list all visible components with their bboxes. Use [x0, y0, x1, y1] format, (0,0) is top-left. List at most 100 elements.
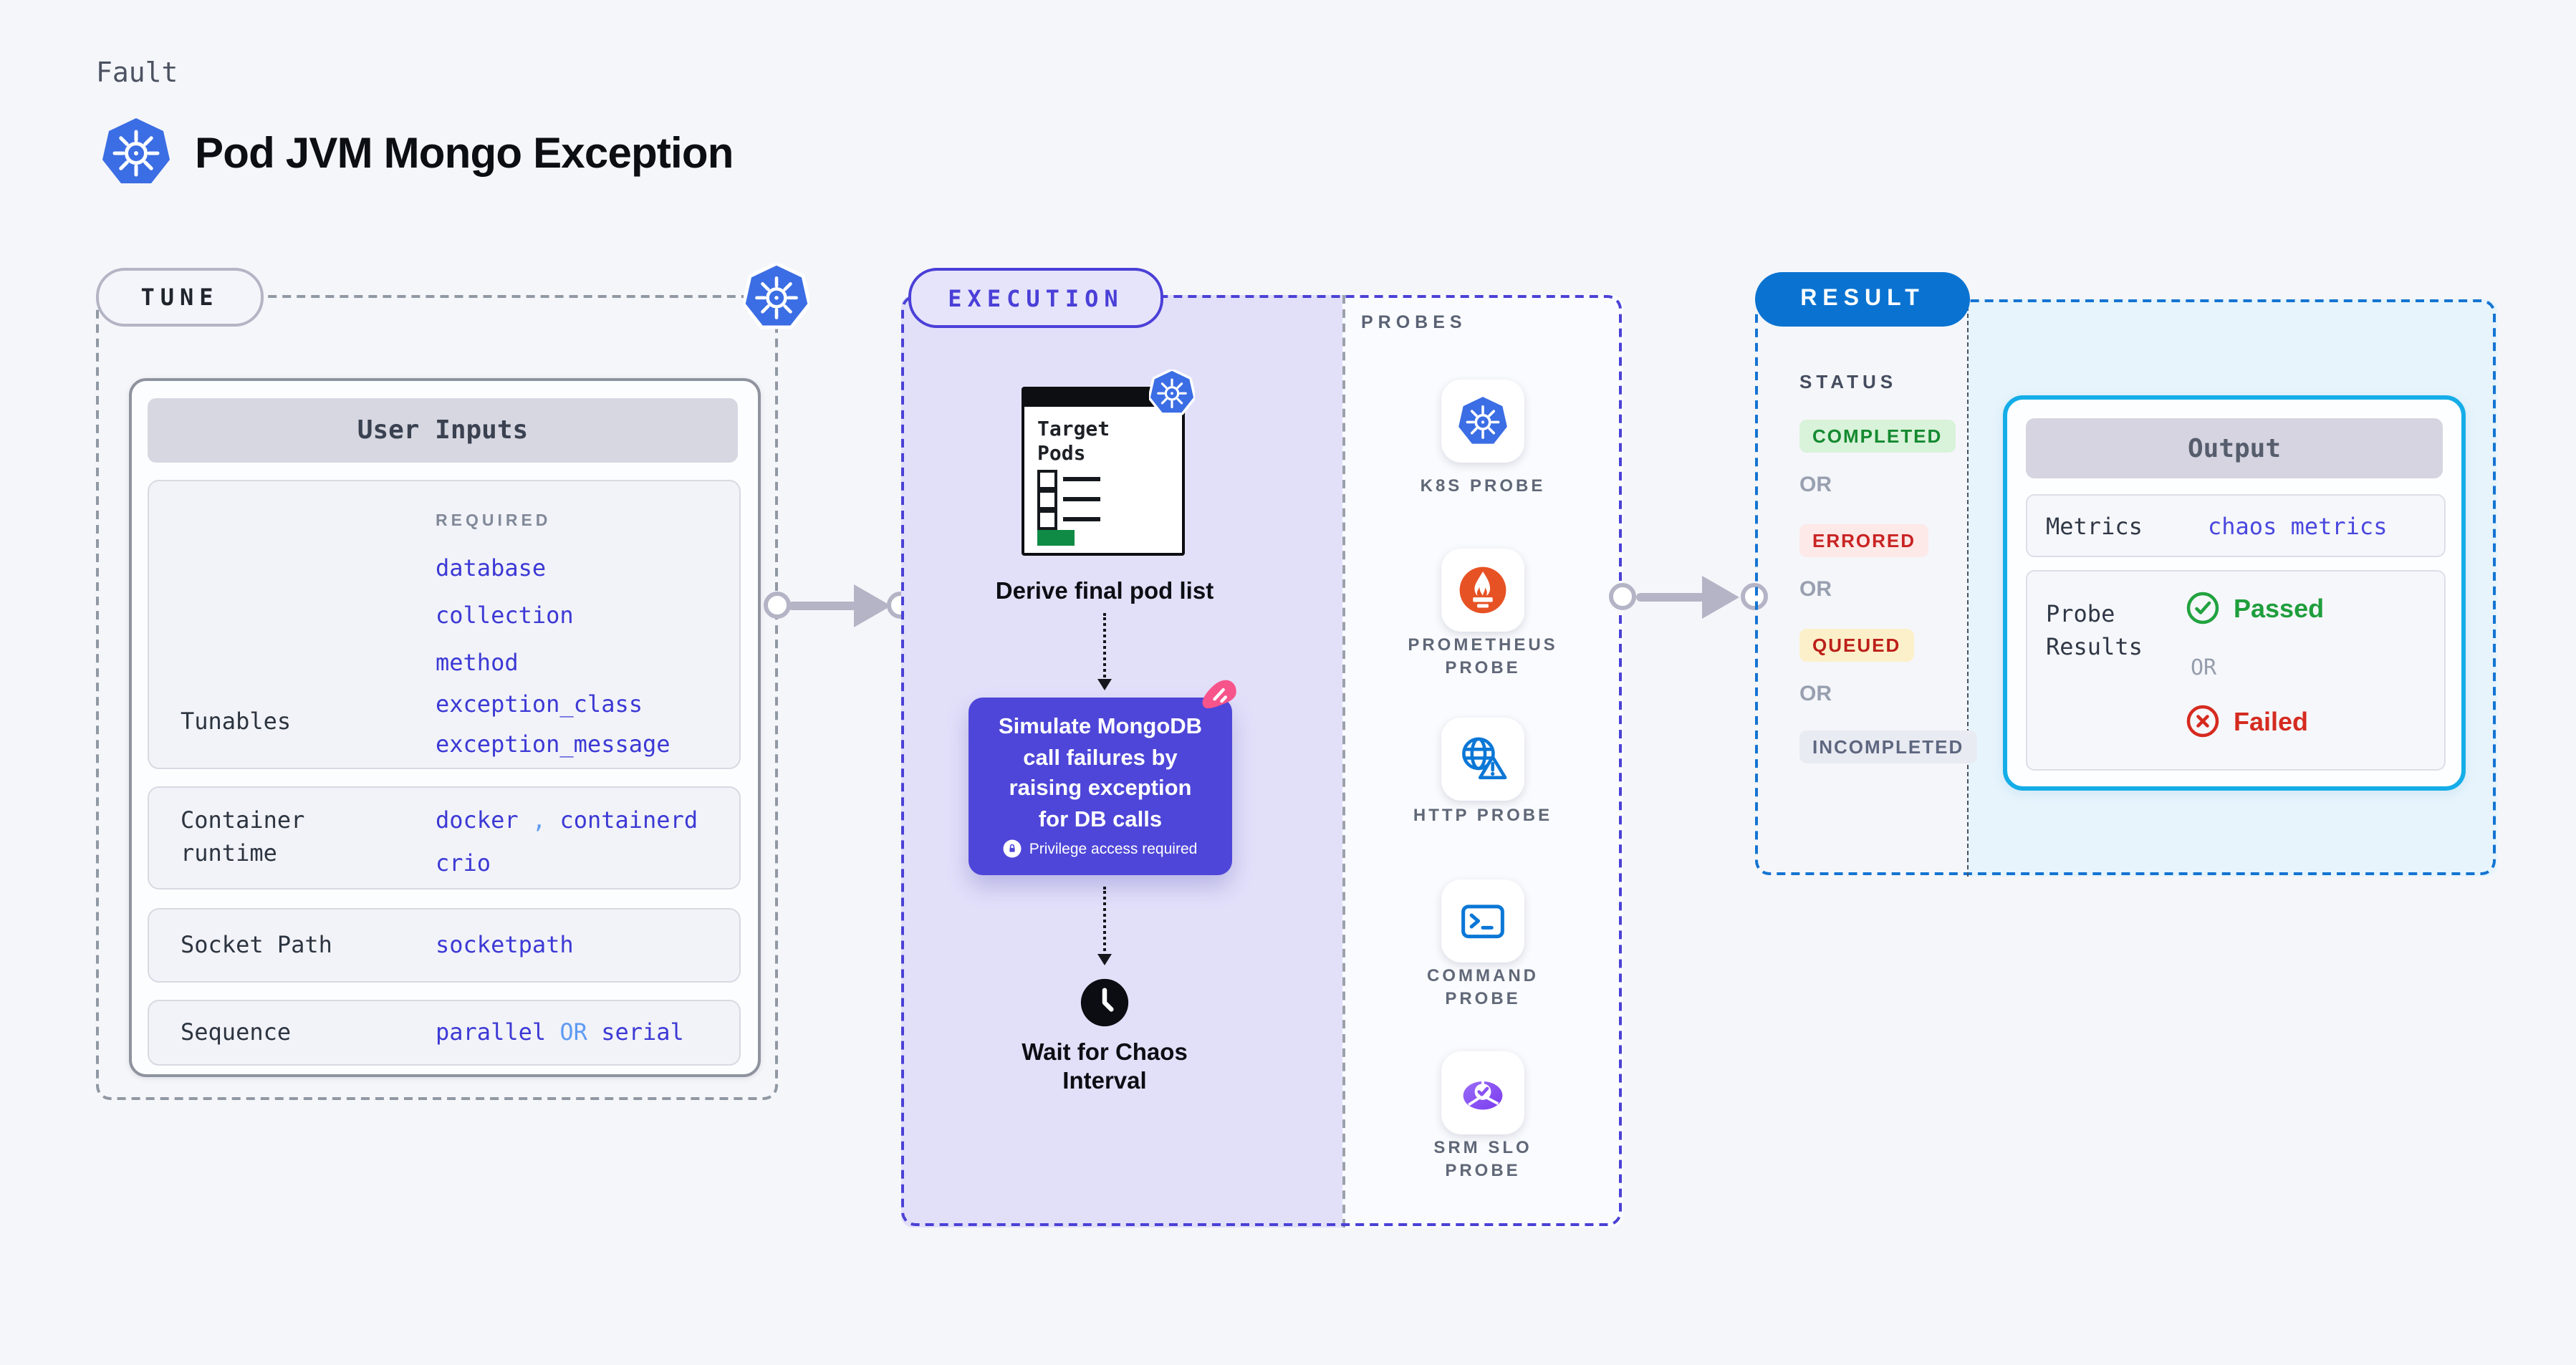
- probe-label-http: HTTP PROBE: [1413, 805, 1553, 825]
- tunable-exception-class: exception_class: [436, 690, 643, 718]
- simulate-text-1: Simulate MongoDB: [998, 715, 1203, 739]
- probe-results-row: Probe Results Passed OR Failed: [2026, 570, 2446, 771]
- tunable-method: method: [436, 649, 519, 676]
- arrow-probes-result-end-node: [1741, 583, 1768, 610]
- probe-label-command-2: PROBE: [1445, 988, 1521, 1008]
- probe-card-http: [1441, 718, 1524, 801]
- probe-label-srm-1: SRM SLO: [1433, 1137, 1532, 1157]
- derive-pod-list-label: Derive final pod list: [995, 579, 1214, 604]
- pod-checkbox-3: [1037, 510, 1057, 530]
- litmus-chaos-icon: [1202, 680, 1236, 709]
- http-icon: [1462, 737, 1507, 780]
- probe-results-label-1: Probe: [2046, 600, 2115, 627]
- result-badge: RESULT: [1755, 272, 1970, 327]
- simulate-chaos-box: Simulate MongoDB call failures by raisin…: [969, 698, 1232, 875]
- container-runtime-label-2: runtime: [181, 839, 277, 867]
- progress-bar: [1037, 530, 1075, 546]
- privilege-access-label: Privilege access required: [1029, 840, 1198, 857]
- status-badge-incompleted: INCOMPLETED: [1799, 730, 1977, 763]
- status-or-1: OR: [1799, 473, 1832, 497]
- status-badge-errored: ERRORED: [1799, 524, 1929, 557]
- wait-chaos-label-2: Interval: [1062, 1069, 1147, 1094]
- probe-card-command: [1441, 879, 1524, 963]
- metrics-label: Metrics: [2046, 513, 2143, 540]
- user-inputs-header: User Inputs: [148, 398, 738, 463]
- status-badge-queued: QUEUED: [1799, 629, 1914, 662]
- container-runtime-label-1: Container: [181, 806, 305, 834]
- srm-slo-icon: [1463, 1079, 1503, 1110]
- probe-card-k8s: [1441, 380, 1524, 463]
- status-or-3: OR: [1799, 682, 1832, 706]
- clock-icon: [1080, 978, 1129, 1027]
- probe-label-k8s: K8S PROBE: [1420, 476, 1546, 496]
- required-label: REQUIRED: [436, 513, 552, 530]
- status-or-2: OR: [1799, 577, 1832, 602]
- tunables-label: Tunables: [181, 708, 292, 735]
- tunable-database: database: [436, 554, 547, 582]
- sequence-parallel: parallel: [436, 1018, 547, 1046]
- document-k8s-icon: [1149, 370, 1195, 415]
- k8s-icon: [1457, 395, 1509, 445]
- passed-check-icon: [2186, 592, 2219, 624]
- runtime-docker: docker: [436, 806, 519, 834]
- metrics-row: Metrics chaos metrics: [2026, 494, 2446, 557]
- tune-badge: TUNE: [96, 268, 264, 327]
- pod-checkbox-1: [1037, 470, 1057, 490]
- sequence-row: Sequence parallel OR serial: [148, 1000, 741, 1066]
- dotted-arrow-to-wait: [1097, 887, 1112, 965]
- sequence-or: OR: [559, 1018, 587, 1046]
- failed-x-icon: [2186, 705, 2219, 738]
- tunables-row: Tunables REQUIRED database collection me…: [148, 480, 741, 769]
- simulate-text-2: call failures by: [1023, 746, 1178, 770]
- status-output-divider: [1967, 299, 1969, 877]
- sequence-serial: serial: [601, 1018, 684, 1046]
- socket-path-value: socketpath: [436, 931, 574, 958]
- probe-label-command-1: COMMAND: [1427, 965, 1539, 985]
- kubernetes-logo-icon: [100, 116, 172, 188]
- execution-badge: EXECUTION: [908, 268, 1163, 328]
- status-badge-completed: COMPLETED: [1799, 420, 1956, 453]
- output-panel: Output Metrics chaos metrics Probe Resul…: [2003, 395, 2466, 791]
- tunable-exception-message: exception_message: [436, 730, 671, 758]
- probe-results-label-2: Results: [2046, 633, 2143, 660]
- output-header: Output: [2026, 418, 2443, 478]
- probe-label-srm-2: PROBE: [1445, 1160, 1521, 1180]
- lock-icon: [1004, 839, 1022, 858]
- page-kicker: Fault: [96, 57, 178, 89]
- sequence-label: Sequence: [181, 1018, 292, 1046]
- metrics-value: chaos metrics: [2208, 513, 2388, 540]
- dotted-arrow-to-simulate: [1097, 613, 1112, 690]
- tune-corner-k8s-icon: [744, 264, 809, 329]
- passed-label: Passed: [2234, 594, 2325, 623]
- probes-divider-line: [1342, 295, 1345, 1227]
- socket-path-row: Socket Path socketpath: [148, 908, 741, 983]
- status-label: STATUS: [1799, 371, 1898, 392]
- runtime-crio: crio: [436, 849, 491, 877]
- user-inputs-card: User Inputs Tunables REQUIRED database c…: [129, 378, 761, 1077]
- prometheus-icon: [1459, 566, 1506, 614]
- pod-checkbox-2: [1037, 490, 1057, 510]
- runtime-containerd: containerd: [559, 806, 698, 834]
- container-runtime-row: Container runtime docker , containerd cr…: [148, 786, 741, 889]
- tunable-collection: collection: [436, 602, 574, 629]
- pod-line-3: [1063, 517, 1100, 521]
- probe-label-prometheus-1: PROMETHEUS: [1408, 635, 1558, 655]
- output-or: OR: [2191, 655, 2217, 680]
- arrow-probes-result-shaft: [1636, 593, 1705, 602]
- pod-line-2: [1063, 497, 1100, 501]
- probe-label-prometheus-2: PROBE: [1445, 657, 1521, 677]
- failed-label: Failed: [2234, 708, 2309, 736]
- runtime-comma: ,: [532, 806, 547, 834]
- execution-section-frame: [901, 295, 1622, 1226]
- probe-card-prometheus: [1441, 549, 1524, 632]
- tune-section-frame: [96, 295, 778, 1100]
- arrow-tune-execution-head: [854, 584, 891, 627]
- target-pods-document: Target Pods: [1022, 387, 1185, 556]
- arrow-tune-execution-shaft: [788, 602, 857, 610]
- probe-card-srm-slo: [1441, 1051, 1524, 1134]
- arrow-tune-execution-start-node: [764, 592, 791, 619]
- target-pods-title-1: Target: [1037, 418, 1110, 441]
- simulate-text-3: raising exception: [1009, 776, 1192, 801]
- probes-header: PROBES: [1361, 312, 1467, 332]
